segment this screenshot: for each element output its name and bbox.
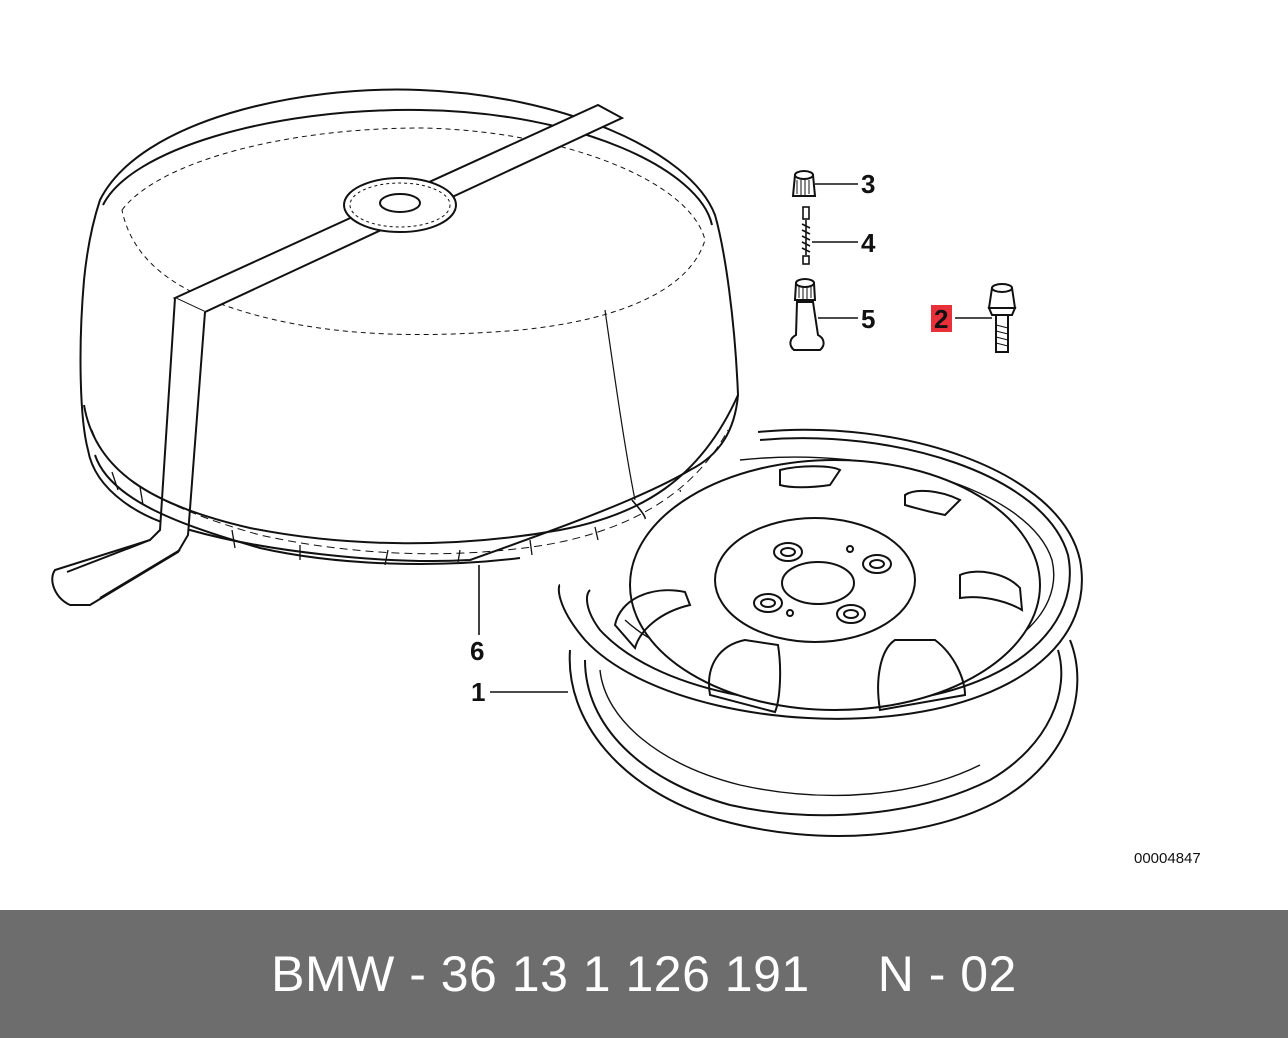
callout-4[interactable]: 4: [861, 228, 876, 258]
wheel-bolt: [987, 283, 1017, 353]
wheel-rim: [557, 428, 1083, 838]
position-code: N - 02: [877, 946, 1017, 1002]
part-number: BMW - 36 13 1 126 191: [271, 946, 810, 1002]
callout-1[interactable]: 1: [471, 677, 485, 707]
parts-diagram: 1 2 3 4 5 6 00004847: [51, 88, 1201, 867]
callout-2[interactable]: 2: [934, 304, 948, 334]
callout-5[interactable]: 5: [861, 304, 875, 334]
leader-lines: [478, 183, 992, 693]
valve-core: [801, 206, 811, 265]
tire-valve: [789, 278, 825, 351]
wheel-cover-bag: [51, 88, 740, 606]
callout-6[interactable]: 6: [470, 636, 484, 666]
callout-3[interactable]: 3: [861, 169, 875, 199]
callout-2-highlight: [931, 305, 952, 332]
valve-cap: [791, 170, 817, 197]
drawing-number: 00004847: [1134, 850, 1201, 867]
part-number-footer: BMW - 36 13 1 126 191 N - 02: [0, 910, 1288, 1038]
